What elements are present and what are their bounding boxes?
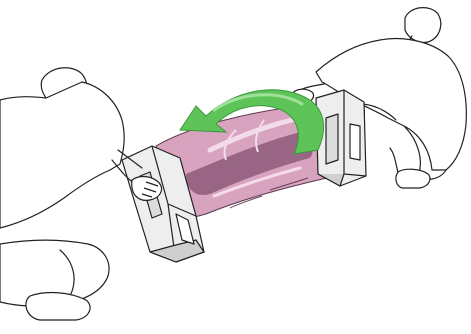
right-person	[293, 7, 467, 189]
rotate-arrow-icon	[179, 89, 325, 155]
left-person	[0, 67, 143, 321]
left-person-hand	[131, 175, 163, 201]
right-end-cap	[315, 89, 367, 187]
